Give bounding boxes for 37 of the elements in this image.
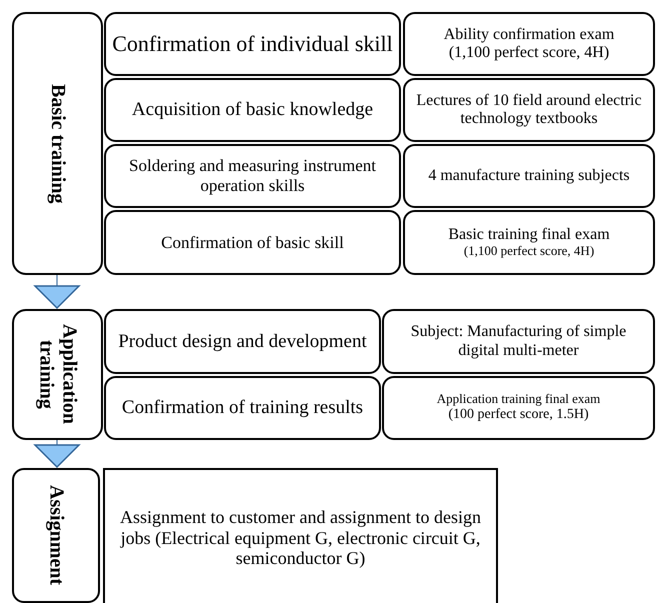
phase-box [12, 12, 103, 275]
step-text: (1,100 perfect score, 4H) [448, 44, 610, 62]
step-text: Lectures of 10 field around electric technology textbooks [415, 92, 643, 128]
step-text: Confirmation of individual skill [112, 31, 393, 57]
arrow [34, 274, 80, 309]
step-text: (1,100 perfect score, 4H) [464, 244, 594, 260]
phase-box [12, 309, 103, 440]
step-box [104, 144, 401, 208]
step-box [104, 12, 401, 76]
step-box [104, 376, 381, 440]
step-text: Basic training final exam [448, 226, 610, 244]
step-box [403, 12, 655, 76]
step-box [104, 309, 381, 374]
phase-box [12, 468, 100, 603]
arrow [34, 440, 80, 468]
phase-label: Basic training [46, 84, 69, 204]
step-box [103, 468, 498, 603]
step-text: 4 manufacture training subjects [428, 166, 630, 186]
phase-label: Application training [34, 323, 80, 427]
step-text: (100 perfect score, 1.5H) [448, 407, 589, 424]
step-text: Assignment to customer and assignment to design jobs (Electrical equipment G, electronic circuit G, semiconductor G) [119, 506, 482, 570]
step-box [403, 78, 655, 142]
step-box [382, 309, 655, 374]
step-text: Confirmation of basic skill [161, 232, 344, 252]
step-text: Acquisition of basic knowledge [132, 99, 374, 121]
phase-label: Assignment [44, 485, 68, 586]
step-text: Subject: Manufacturing of simple digital multi-meter [410, 323, 628, 360]
step-text: Application training final exam [436, 392, 600, 408]
step-text: Confirmation of training results [122, 397, 364, 419]
step-box [403, 210, 655, 275]
step-box [382, 376, 655, 440]
step-text: Product design and development [118, 330, 367, 352]
step-box [104, 78, 401, 142]
step-text: Ability confirmation exam [444, 26, 614, 44]
step-text: Soldering and measuring instrument operation skills [128, 156, 377, 196]
step-box [403, 144, 655, 208]
step-box [104, 210, 401, 275]
